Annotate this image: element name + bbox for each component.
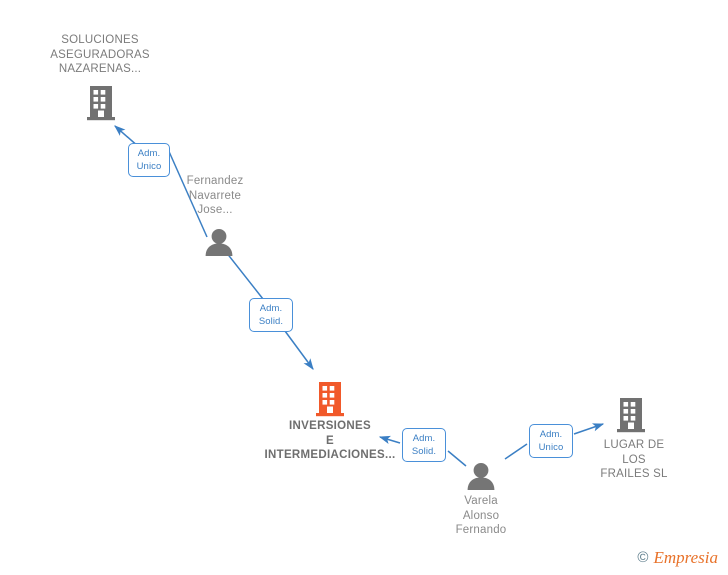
node-label-inversiones: INVERSIONES E INTERMEDIACIONES... (264, 420, 396, 461)
node-soluciones[interactable] (86, 85, 116, 121)
node-lugar[interactable] (616, 397, 646, 433)
edge-label-adm-solid-varela[interactable]: Adm. Solid. (402, 428, 446, 462)
building-icon (316, 382, 344, 417)
edge-fernandez-inversiones-tail (225, 251, 264, 300)
edge-label-adm-solid-fernandez[interactable]: Adm. Solid. (249, 298, 293, 332)
node-label-varela: Varela Alonso Fernando (455, 495, 507, 536)
node-label-fernandez: Fernandez Navarrete Jose... (186, 175, 244, 216)
edge-label-adm-unico-lugar[interactable]: Adm. Unico (529, 424, 573, 458)
edge-label-adm-unico-soluciones[interactable]: Adm. Unico (128, 143, 170, 177)
node-inversiones[interactable] (315, 381, 345, 417)
edge-varela-inversiones-tail (447, 450, 467, 467)
building-icon (617, 398, 645, 433)
edge-varela-lugar-head (573, 423, 605, 435)
copyright-icon: © (637, 549, 649, 566)
watermark: © Empresia (637, 549, 718, 566)
node-label-soluciones: SOLUCIONES ASEGURADORAS NAZARENAS... (50, 34, 150, 75)
edge-fernandez-inversiones-head (284, 330, 314, 370)
edge-varela-lugar-tail (504, 443, 528, 460)
building-icon (87, 86, 115, 121)
node-varela[interactable] (466, 462, 496, 490)
person-icon (467, 463, 495, 490)
node-label-lugar: LUGAR DE LOS FRAILES SL (600, 439, 668, 480)
person-icon (205, 229, 233, 256)
node-fernandez[interactable] (204, 228, 234, 256)
brand-name: Empresia (653, 548, 718, 567)
